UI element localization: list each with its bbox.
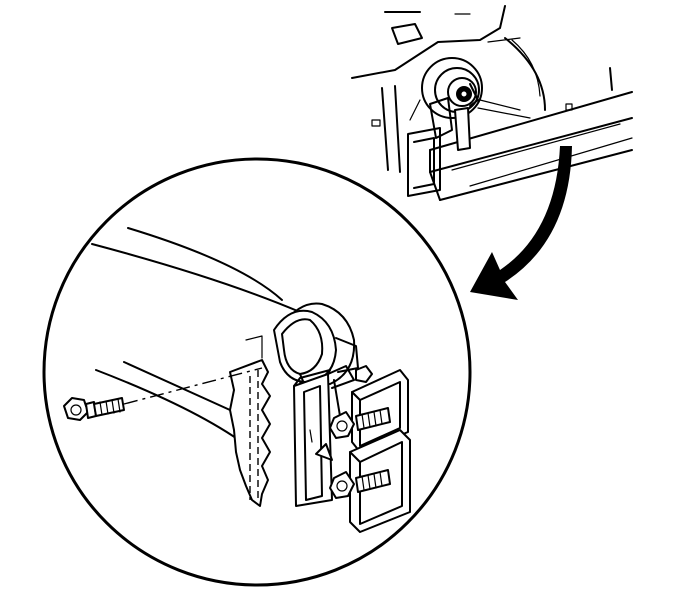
horn-mounting-bracket xyxy=(293,365,355,507)
frame-channel-bracket xyxy=(349,369,411,533)
horn-large xyxy=(273,302,359,389)
horn-bracket-detail xyxy=(42,157,472,587)
horn-bolt xyxy=(63,367,263,421)
bracket-tab xyxy=(315,443,333,461)
stud-lower xyxy=(329,469,391,499)
callout-arrow xyxy=(470,146,572,300)
side-nut xyxy=(355,365,373,383)
stud-upper xyxy=(329,407,391,439)
vehicle-front-overview xyxy=(351,5,633,201)
